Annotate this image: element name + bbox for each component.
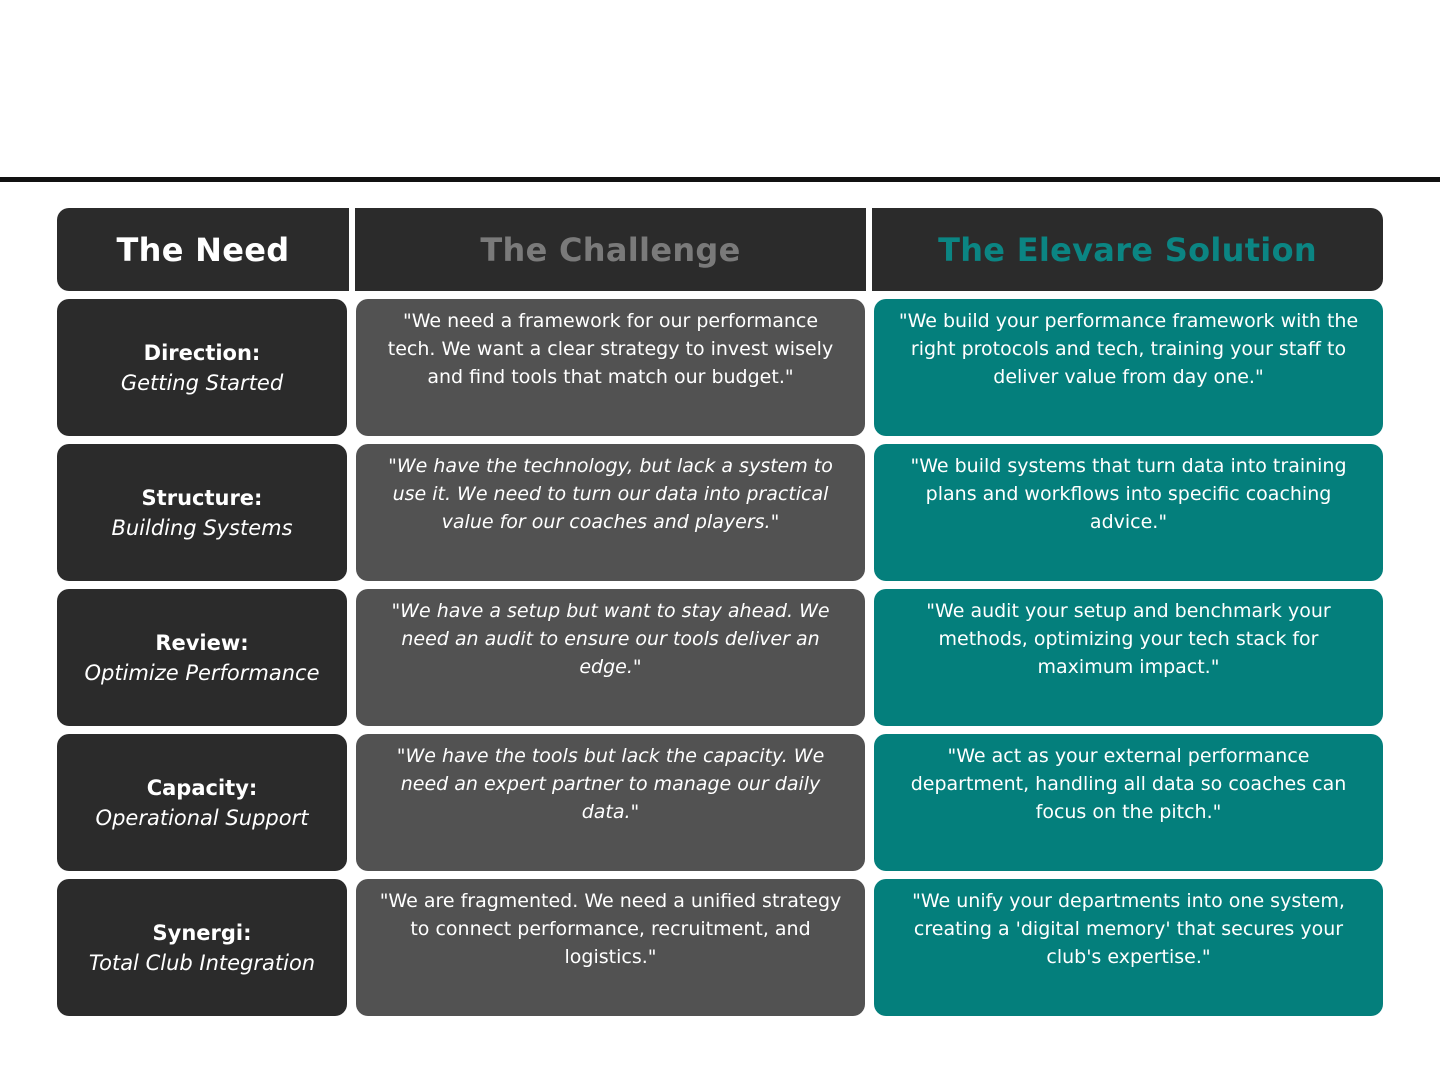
solution-quote: "We audit your setup and benchmark your … (926, 599, 1331, 678)
need-cell-structure: Structure: Building Systems (57, 444, 347, 581)
header-solution-label: The Elevare Solution (938, 230, 1317, 269)
need-title: Structure: (141, 485, 263, 510)
need-subtitle: Operational Support (95, 805, 309, 830)
need-subtitle: Getting Started (120, 370, 284, 395)
need-subtitle: Optimize Performance (84, 660, 320, 685)
solution-cell-capacity: "We act as your external performance dep… (874, 734, 1383, 871)
challenge-quote: "We need a framework for our performance… (387, 309, 834, 388)
need-cell-synergi: Synergi: Total Club Integration (57, 879, 347, 1016)
need-title: Capacity: (146, 775, 258, 800)
solution-quote: "We build your performance framework wit… (898, 309, 1359, 388)
challenge-quote: "We have the technology, but lack a syst… (388, 454, 833, 533)
need-cell-capacity: Capacity: Operational Support (57, 734, 347, 871)
need-cell-direction: Direction: Getting Started (57, 299, 347, 436)
challenge-quote: "We have the tools but lack the capacity… (396, 744, 825, 823)
solution-cell-review: "We audit your setup and benchmark your … (874, 589, 1383, 726)
challenge-cell-direction: "We need a framework for our performance… (356, 299, 865, 436)
challenge-quote: "We have a setup but want to stay ahead.… (391, 599, 830, 678)
header-challenge: The Challenge (355, 208, 866, 291)
challenge-cell-review: "We have a setup but want to stay ahead.… (356, 589, 865, 726)
need-title: Review: (155, 630, 249, 655)
header-need: The Need (57, 208, 349, 291)
need-title: Direction: (143, 340, 261, 365)
challenge-cell-synergi: "We are fragmented. We need a unified st… (356, 879, 865, 1016)
challenge-cell-structure: "We have the technology, but lack a syst… (356, 444, 865, 581)
need-subtitle: Total Club Integration (88, 950, 316, 975)
solution-quote: "We unify your departments into one syst… (912, 889, 1345, 968)
header-need-label: The Need (116, 230, 290, 269)
solution-cell-structure: "We build systems that turn data into tr… (874, 444, 1383, 581)
solution-cell-synergi: "We unify your departments into one syst… (874, 879, 1383, 1016)
header-solution: The Elevare Solution (872, 208, 1383, 291)
need-title: Synergi: (152, 920, 252, 945)
solution-quote: "We act as your external performance dep… (910, 744, 1347, 823)
need-subtitle: Building Systems (111, 515, 293, 540)
need-cell-review: Review: Optimize Performance (57, 589, 347, 726)
top-divider (0, 177, 1440, 182)
challenge-cell-capacity: "We have the tools but lack the capacity… (356, 734, 865, 871)
challenge-quote: "We are fragmented. We need a unified st… (379, 889, 842, 968)
solution-quote: "We build systems that turn data into tr… (910, 454, 1347, 533)
solution-cell-direction: "We build your performance framework wit… (874, 299, 1383, 436)
header-challenge-label: The Challenge (480, 230, 741, 269)
